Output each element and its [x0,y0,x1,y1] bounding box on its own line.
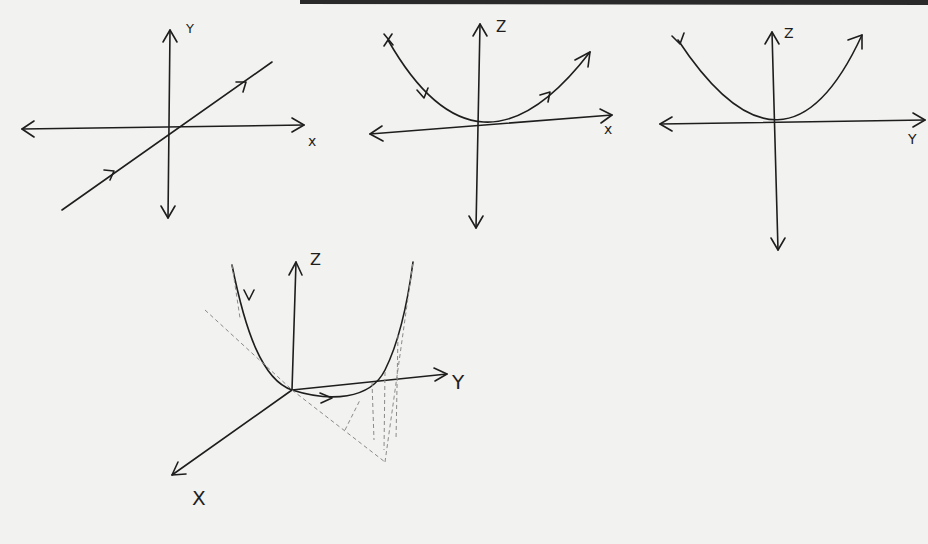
projection-lines [205,262,413,462]
y-axis [660,120,925,124]
z-axis [772,32,778,250]
projection-line [385,262,413,462]
projection-line [232,265,240,318]
axis-label: Y [452,372,464,392]
paper-edge [300,0,928,5]
axis-label: X [192,488,206,508]
direction-marks [104,82,246,180]
x-axis [172,390,292,475]
axis-arrowheads [660,113,925,131]
space-curve [232,262,413,397]
axis-arrowheads [469,24,487,228]
x-axis [370,115,612,134]
axis-label: Z [310,252,321,268]
projection-line [292,390,385,462]
direction-marks [672,33,862,49]
axis-arrowheads [172,462,186,475]
axis-label: x [604,122,612,136]
start-mark [384,34,393,46]
projection-line [345,400,360,430]
line-curve [62,62,272,210]
z-axis [292,262,296,390]
projection-line [384,372,385,450]
axis-arrowheads [370,109,612,141]
axis-arrowheads [765,32,785,250]
parabola-curve [388,40,590,122]
parabola-curve [678,35,862,120]
axis-arrowheads [434,368,447,381]
x-axis [22,125,304,129]
projection-line [205,310,290,388]
axis-arrowheads [289,262,302,275]
y-axis [168,30,170,218]
axis-label: x [308,134,316,148]
direction-marks [417,52,590,102]
axis-arrowheads [22,118,304,137]
projection-line [372,382,374,440]
projection-line [396,335,398,440]
axis-arrowheads [161,30,177,218]
axis-label: Z [784,26,794,40]
z-axis [476,24,480,228]
axis-label: Z [496,20,506,35]
axes-sketch [22,24,925,475]
axis-label: Y [908,132,917,146]
axis-label: Y [186,22,194,35]
